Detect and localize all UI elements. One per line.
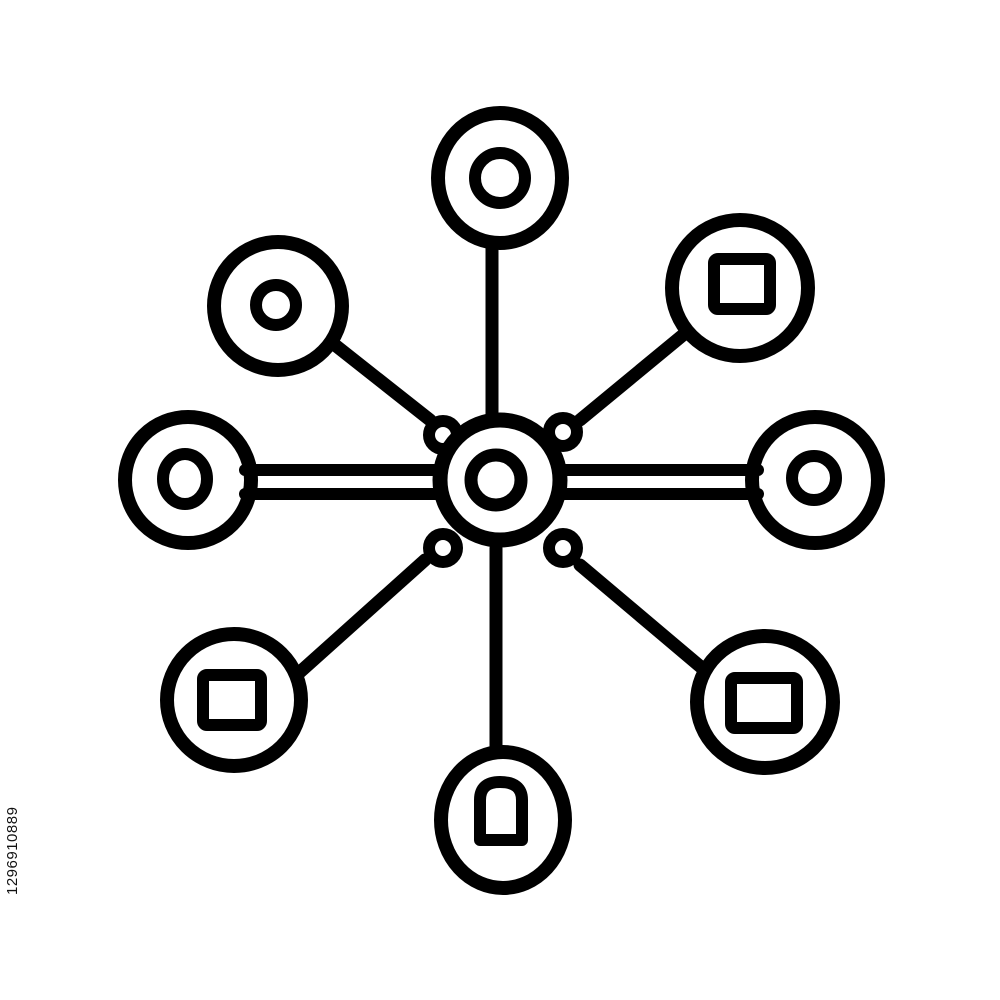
- square-icon: [708, 253, 776, 315]
- square-icon: [197, 669, 267, 731]
- node-lower-left: [160, 627, 308, 773]
- watermark-stock-id: 1296910889: [4, 806, 21, 895]
- joint-dot-lower-left: [423, 528, 463, 568]
- joint-dot-upper-left: [423, 415, 463, 455]
- connector-lower-left: [293, 553, 432, 679]
- joint-dot-lower-right: [543, 528, 583, 568]
- connector-right-double: [554, 464, 764, 500]
- hub-joint-dots: [423, 412, 583, 568]
- square-icon: [725, 672, 803, 734]
- connector-lower-right: [573, 558, 709, 675]
- node-upper-right: [665, 213, 815, 363]
- node-left: [118, 410, 258, 550]
- connector-lines: [239, 239, 764, 759]
- connector-upper-left: [328, 338, 437, 427]
- document-tab-icon: [474, 776, 528, 846]
- node-right: [745, 410, 885, 550]
- node-top: [431, 106, 569, 250]
- node-bottom: [434, 745, 572, 895]
- node-upper-left: [207, 235, 349, 377]
- node-lower-right: [690, 629, 840, 775]
- central-hub-node: [432, 412, 568, 548]
- connector-left-double: [239, 464, 446, 500]
- joint-dot-upper-right: [543, 412, 583, 452]
- connector-upper-right: [573, 328, 690, 427]
